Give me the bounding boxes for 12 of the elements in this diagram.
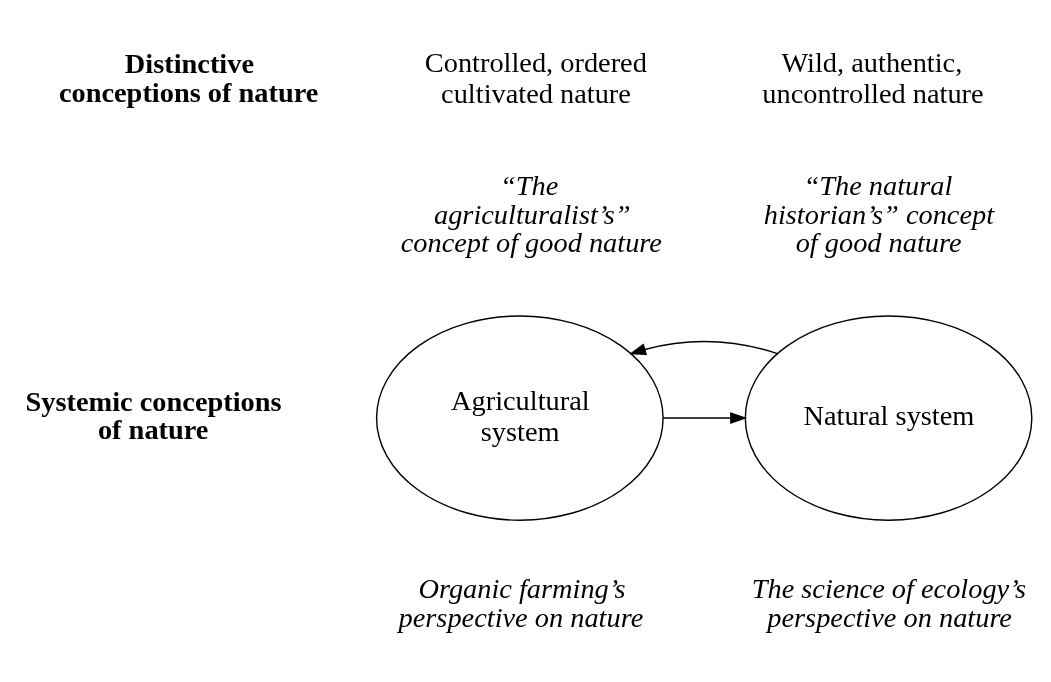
- label: “The natural historian’s” concept of good nature: [763, 169, 995, 258]
- arrow: [629, 340, 779, 355]
- label: Systemic conceptions of nature: [25, 385, 282, 445]
- node-ellipse: Agricultural system: [375, 314, 664, 521]
- label: “The agriculturalist’s” concept of good nature: [400, 169, 662, 258]
- label: Controlled, ordered cultivated nature: [424, 46, 647, 109]
- node-label: The science of ecology’s perspective on nature: [751, 572, 1027, 633]
- arrow: [662, 411, 748, 424]
- node-label: Organic farming’s perspective on nature: [398, 572, 644, 633]
- node-ellipse: Natural system: [744, 314, 1033, 521]
- label: Wild, authentic, uncontrolled nature: [762, 46, 984, 109]
- label: Distinctive conceptions of nature: [58, 47, 319, 108]
